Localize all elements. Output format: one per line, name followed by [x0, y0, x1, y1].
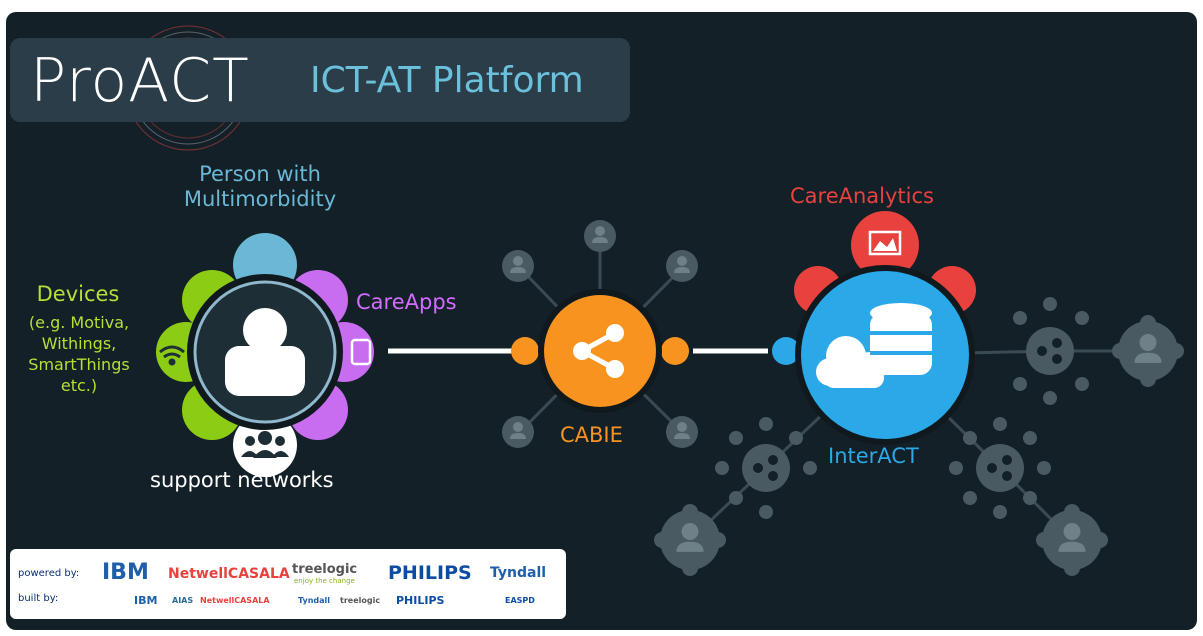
database-icon	[870, 303, 932, 375]
careanalytics-label: CareAnalytics	[790, 184, 934, 208]
tyndall-logo: Tyndall	[490, 565, 547, 581]
built-philips-logo: PHILIPS	[396, 594, 445, 607]
built-by-label: built by:	[18, 593, 59, 604]
share-icon	[573, 324, 624, 378]
group-icon	[241, 431, 289, 458]
devices-detail: (e.g. Motiva, Withings, SmartThings etc.…	[28, 313, 130, 395]
support-networks-label: support networks	[150, 468, 334, 492]
chart-icon	[868, 230, 902, 256]
proact-logo: ProACT	[30, 46, 250, 116]
person-node	[156, 233, 374, 477]
built-aias-logo: AIAS	[172, 596, 194, 605]
wifi-icon	[159, 345, 185, 366]
tablet-icon	[350, 338, 372, 366]
user-icon	[225, 308, 305, 396]
careapps-label: CareApps	[356, 290, 457, 314]
interact-network	[654, 297, 1184, 576]
netwell-logo: NetwellCASALA	[168, 566, 290, 582]
built-tyndall-logo: Tyndall	[298, 596, 331, 605]
cabie-label: CABIE	[560, 423, 623, 447]
built-netwell-logo: NetwellCASALA	[200, 596, 270, 605]
devices-label: Devices	[36, 282, 120, 306]
platform-title: ICT-AT Platform	[310, 60, 584, 101]
powered-by-label: powered by:	[18, 568, 80, 579]
cabie-satellites	[502, 220, 698, 448]
treelogic-logo: treelogic	[292, 562, 358, 577]
cabie-node	[511, 289, 689, 413]
philips-logo: PHILIPS	[388, 562, 472, 584]
ibm-logo: IBM	[102, 560, 149, 585]
built-ibm-logo: IBM	[134, 594, 158, 607]
built-treelogic-logo: treelogic	[340, 596, 381, 605]
treelogic-tagline: enjoy the change	[294, 577, 355, 585]
interact-node	[772, 211, 976, 445]
partners-panel	[10, 549, 566, 619]
person-label: Person with Multimorbidity	[183, 162, 337, 211]
interact-label: InterACT	[828, 444, 919, 468]
built-easpd-logo: EASPD	[505, 596, 535, 605]
title-bar	[10, 38, 630, 122]
